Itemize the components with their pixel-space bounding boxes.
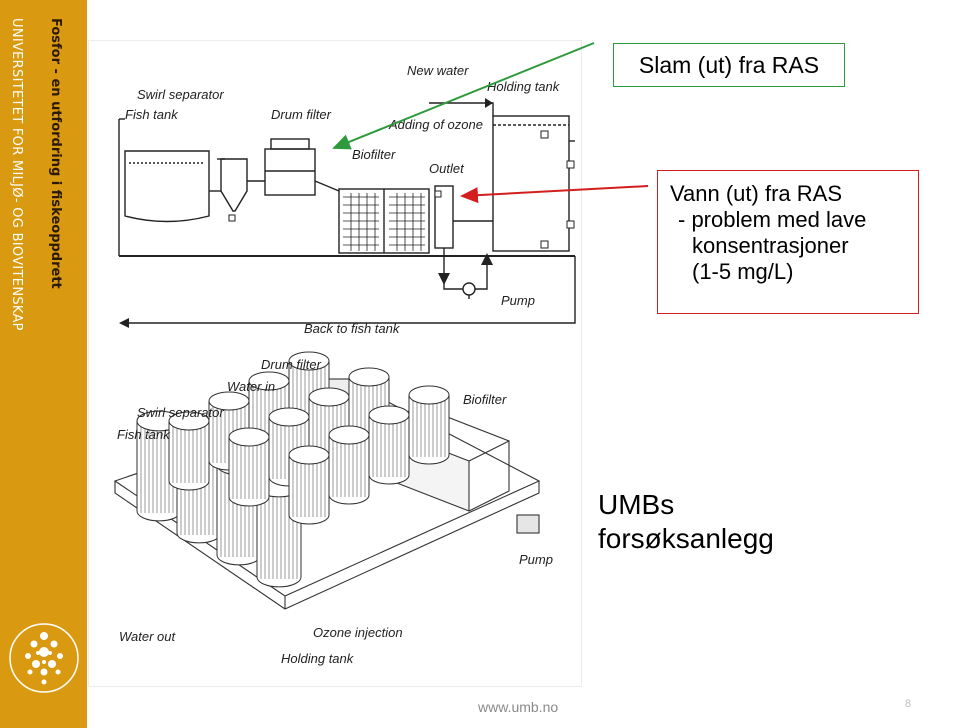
label-holding-tank-bottom: Holding tank <box>281 651 355 666</box>
callout-vann-line3: konsentrasjoner <box>692 233 849 258</box>
ras-figure: New water Holding tank Swirl separator D… <box>88 40 582 687</box>
callout-vann-line1: Vann (ut) fra RAS <box>670 181 842 206</box>
page-number: 8 <box>905 698 912 710</box>
ras-diagram: New water Holding tank Swirl separator D… <box>113 63 576 666</box>
sidebar-title: Fosfor - en utfordring i fiskeoppdrett <box>48 18 63 289</box>
label-water-in: Water in <box>227 379 275 394</box>
callout-slam: Slam (ut) fra RAS <box>613 43 845 87</box>
label-fish-tank-top: Fish tank <box>125 107 179 122</box>
umbs-line2: forsøksanlegg <box>598 523 774 554</box>
label-biofilter-top: Biofilter <box>352 147 396 162</box>
label-swirl-separator-bottom: Swirl separator <box>137 405 224 420</box>
label-water-out: Water out <box>119 629 177 644</box>
label-outlet: Outlet <box>429 161 465 176</box>
university-logo-icon <box>9 623 79 693</box>
umbs-caption: UMBs forsøksanlegg <box>598 488 774 556</box>
label-ozone-injection: Ozone injection <box>313 625 403 640</box>
sidebar: Fosfor - en utfordring i fiskeoppdrett U… <box>0 0 87 728</box>
tank-cylinder <box>168 411 210 491</box>
footer-url[interactable]: www.umb.no <box>478 699 559 715</box>
label-pump-bottom: Pump <box>519 552 553 567</box>
tank-cylinder <box>408 385 450 465</box>
callout-vann-line2: - problem med lave <box>678 207 867 232</box>
label-back-to-fish-tank: Back to fish tank <box>304 321 401 336</box>
umbs-line1: UMBs <box>598 489 675 520</box>
label-holding-tank-top: Holding tank <box>487 79 561 94</box>
label-fish-tank-bottom: Fish tank <box>117 427 171 442</box>
label-pump-top: Pump <box>501 293 535 308</box>
label-adding-ozone: Adding of ozone <box>388 117 483 132</box>
label-drum-filter-top: Drum filter <box>271 107 332 122</box>
tank-cylinder <box>368 405 410 485</box>
label-drum-filter-bottom: Drum filter <box>261 357 322 372</box>
callout-vann: Vann (ut) fra RAS - problem med lave kon… <box>657 170 919 314</box>
tank-cylinder <box>288 445 330 525</box>
tank-cylinder <box>328 425 370 505</box>
label-new-water: New water <box>407 63 469 78</box>
tank-cylinder <box>228 427 270 507</box>
sidebar-institution: UNIVERSITETET FOR MILJØ- OG BIOVITENSKAP <box>9 18 24 331</box>
label-swirl-separator-top: Swirl separator <box>137 87 224 102</box>
label-biofilter-bottom: Biofilter <box>463 392 507 407</box>
callout-vann-line4: (1-5 mg/L) <box>692 259 794 284</box>
